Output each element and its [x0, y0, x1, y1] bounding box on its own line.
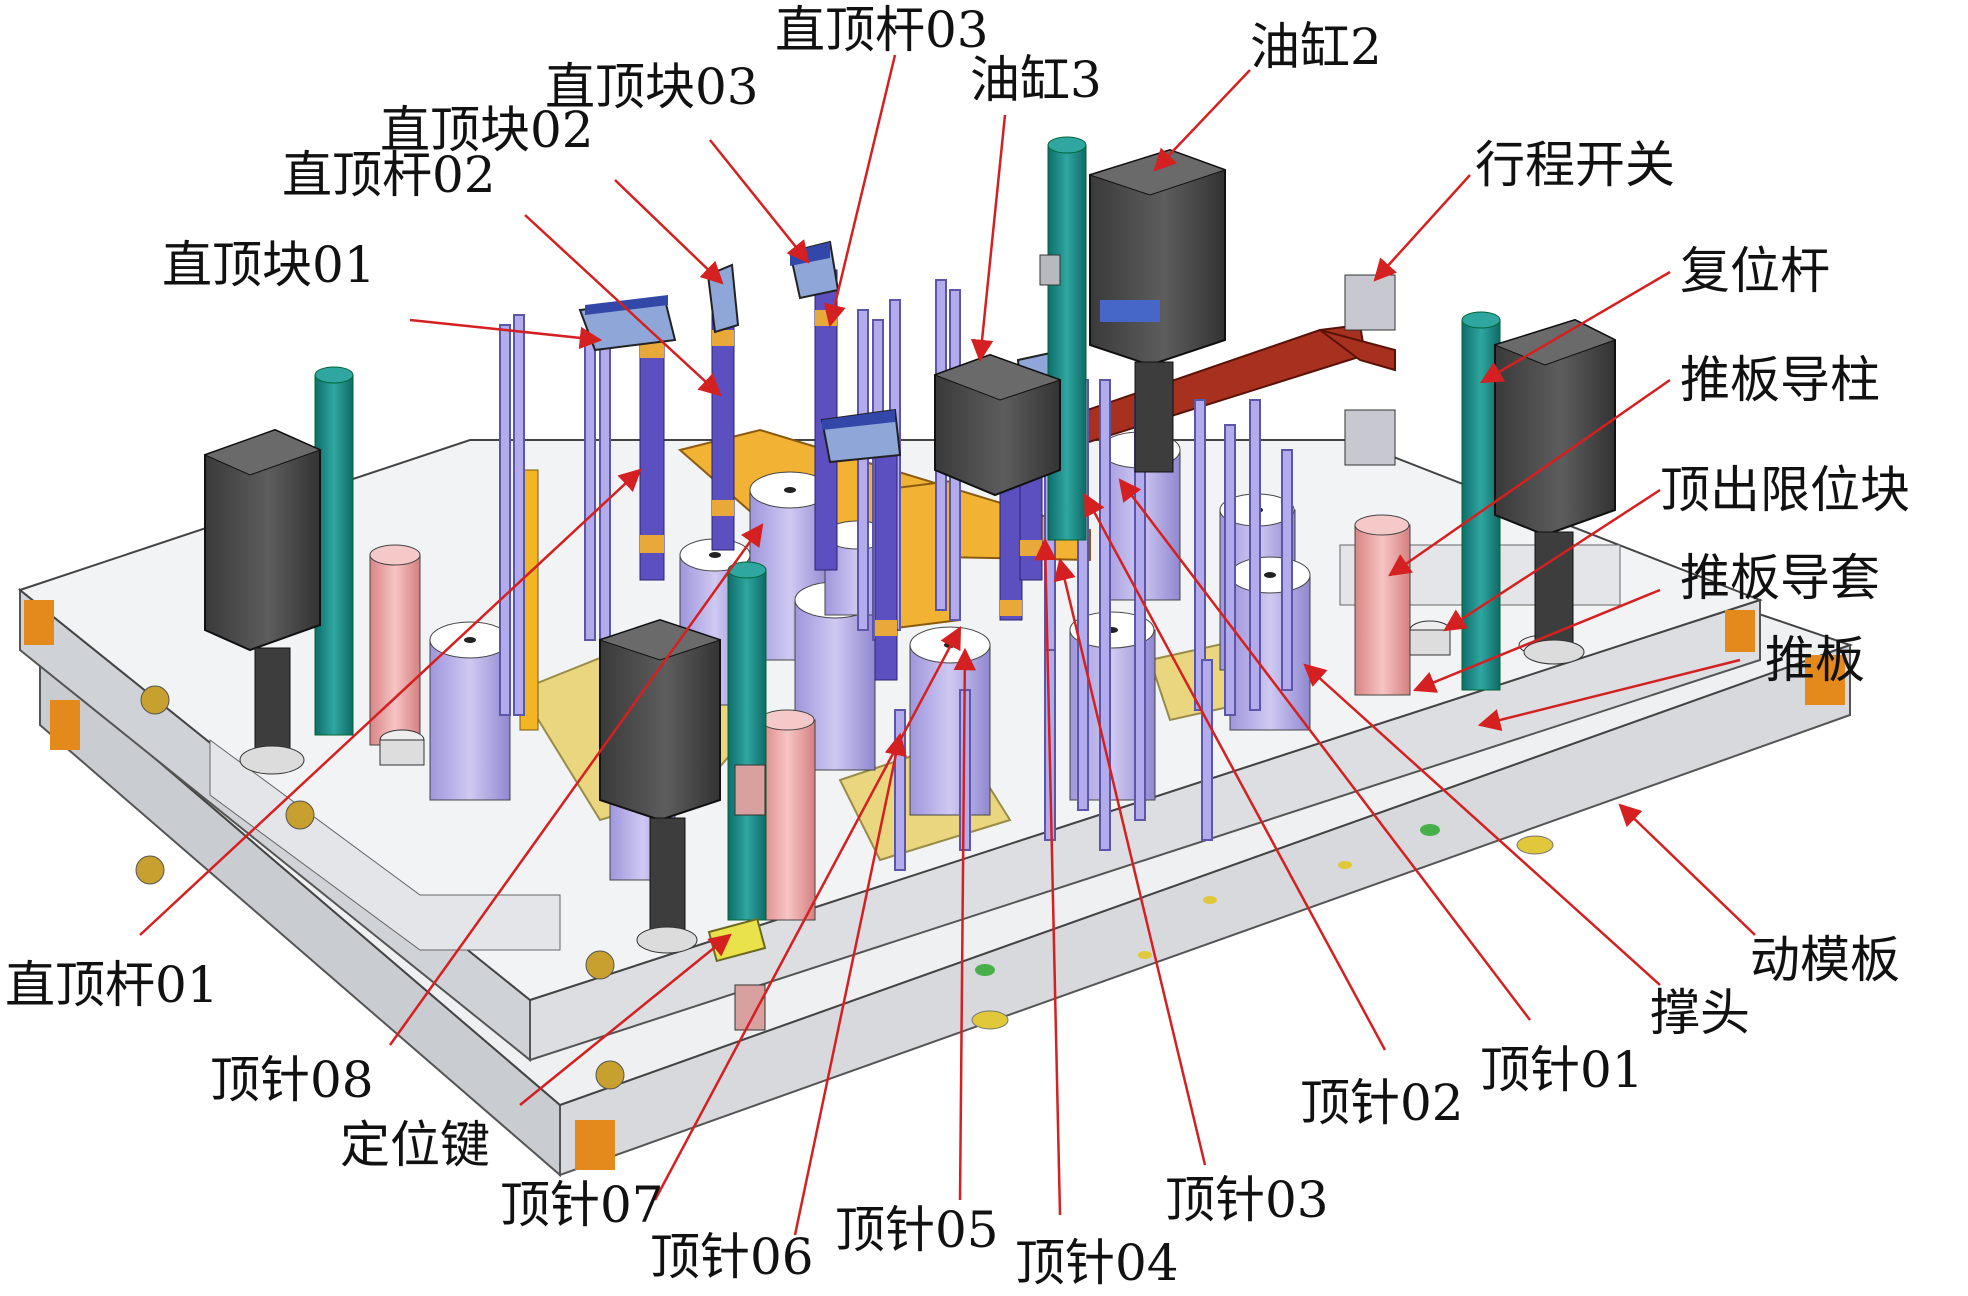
leader-dingzhen05	[953, 647, 977, 1201]
label-chengtou: 撑头	[1650, 984, 1750, 1042]
leader-zhidinggan01	[139, 468, 642, 936]
label-xingchengkaiguan: 行程开关	[1475, 136, 1675, 194]
leader-dingweijian	[519, 933, 732, 1106]
leader-dingchuxianweikuai	[1443, 488, 1661, 632]
leader-zhidinggan03	[823, 54, 897, 328]
leader-dingzhen06	[793, 732, 907, 1236]
label-dingzhen01: 顶针01	[1480, 1041, 1644, 1099]
label-zhidinggan02: 直顶杆02	[282, 146, 496, 204]
leader-zhidinggan02	[524, 214, 722, 397]
label-tuiban: 推板	[1765, 631, 1865, 689]
reset-rods	[314, 136, 1501, 921]
label-dingweijian: 定位键	[340, 1116, 490, 1174]
cylinder-2	[1088, 148, 1227, 473]
cylinder-left	[203, 428, 322, 775]
push-plate	[17, 439, 1763, 1063]
label-zhidingkuai01: 直顶块01	[162, 236, 376, 294]
leader-dingzhen03	[1053, 557, 1207, 1166]
label-yougang3: 油缸3	[970, 51, 1102, 109]
leader-xingchengkaiguan	[1373, 174, 1471, 282]
label-dingzhen08: 顶针08	[210, 1051, 374, 1109]
lifter-rod-01	[639, 339, 665, 581]
leader-yougang2	[1153, 69, 1251, 172]
label-dongmoban: 动模板	[1750, 931, 1900, 989]
label-tuibandaotao: 推板导套	[1680, 549, 1880, 607]
label-fuweigan: 复位杆	[1680, 242, 1830, 300]
pillar	[909, 626, 991, 816]
leader-tuibandaozhu	[1388, 378, 1671, 577]
pillar	[1229, 556, 1311, 731]
label-zhidinggan03: 直顶杆03	[775, 1, 989, 59]
leader-tuiban	[1477, 658, 1741, 732]
leader-dingzhen08	[388, 523, 764, 1046]
leader-tuibandaotao	[1412, 588, 1661, 693]
leader-fuweigan	[1480, 270, 1671, 384]
leader-zhidingkuai02	[614, 179, 724, 285]
leader-dingzhen01	[1118, 478, 1531, 1021]
leader-chengtou	[1303, 663, 1661, 986]
lifter-blocks	[578, 240, 1062, 464]
label-dingchuxianweikuai: 顶出限位块	[1660, 461, 1910, 519]
label-dingzhen05: 顶针05	[835, 1201, 999, 1259]
label-zhidingkuai02: 直顶块02	[380, 101, 594, 159]
leader-dingzhen04	[1034, 537, 1062, 1216]
leader-dongmoban	[1618, 803, 1756, 936]
leader-yougang3	[970, 114, 1007, 363]
label-dingzhen06: 顶针06	[650, 1228, 814, 1286]
leader-dingzhen07	[653, 626, 962, 1201]
pillar	[429, 621, 511, 801]
label-dingzhen02: 顶针02	[1300, 1074, 1464, 1132]
stroke-switches	[734, 254, 1396, 1031]
stop-rings	[379, 620, 1572, 766]
label-dingzhen03: 顶针03	[1165, 1171, 1329, 1229]
leader-dingzhen02	[1083, 493, 1387, 1051]
label-zhidinggan01: 直顶杆01	[5, 956, 219, 1014]
label-zhidingkuai03: 直顶块03	[545, 58, 759, 116]
label-yougang2: 油缸2	[1250, 18, 1382, 76]
leader-lines	[139, 54, 1756, 1236]
label-dingzhen07: 顶针07	[500, 1176, 664, 1234]
hydraulic-cylinders	[203, 148, 1617, 954]
cylinder-3	[933, 353, 1062, 497]
label-tuibandaozhu: 推板导柱	[1680, 351, 1880, 409]
label-dingzhen04: 顶针04	[1015, 1234, 1179, 1292]
leader-zhidingkuai01	[409, 318, 603, 350]
leader-zhidingkuai03	[709, 139, 810, 264]
cylinder-front	[598, 618, 722, 954]
